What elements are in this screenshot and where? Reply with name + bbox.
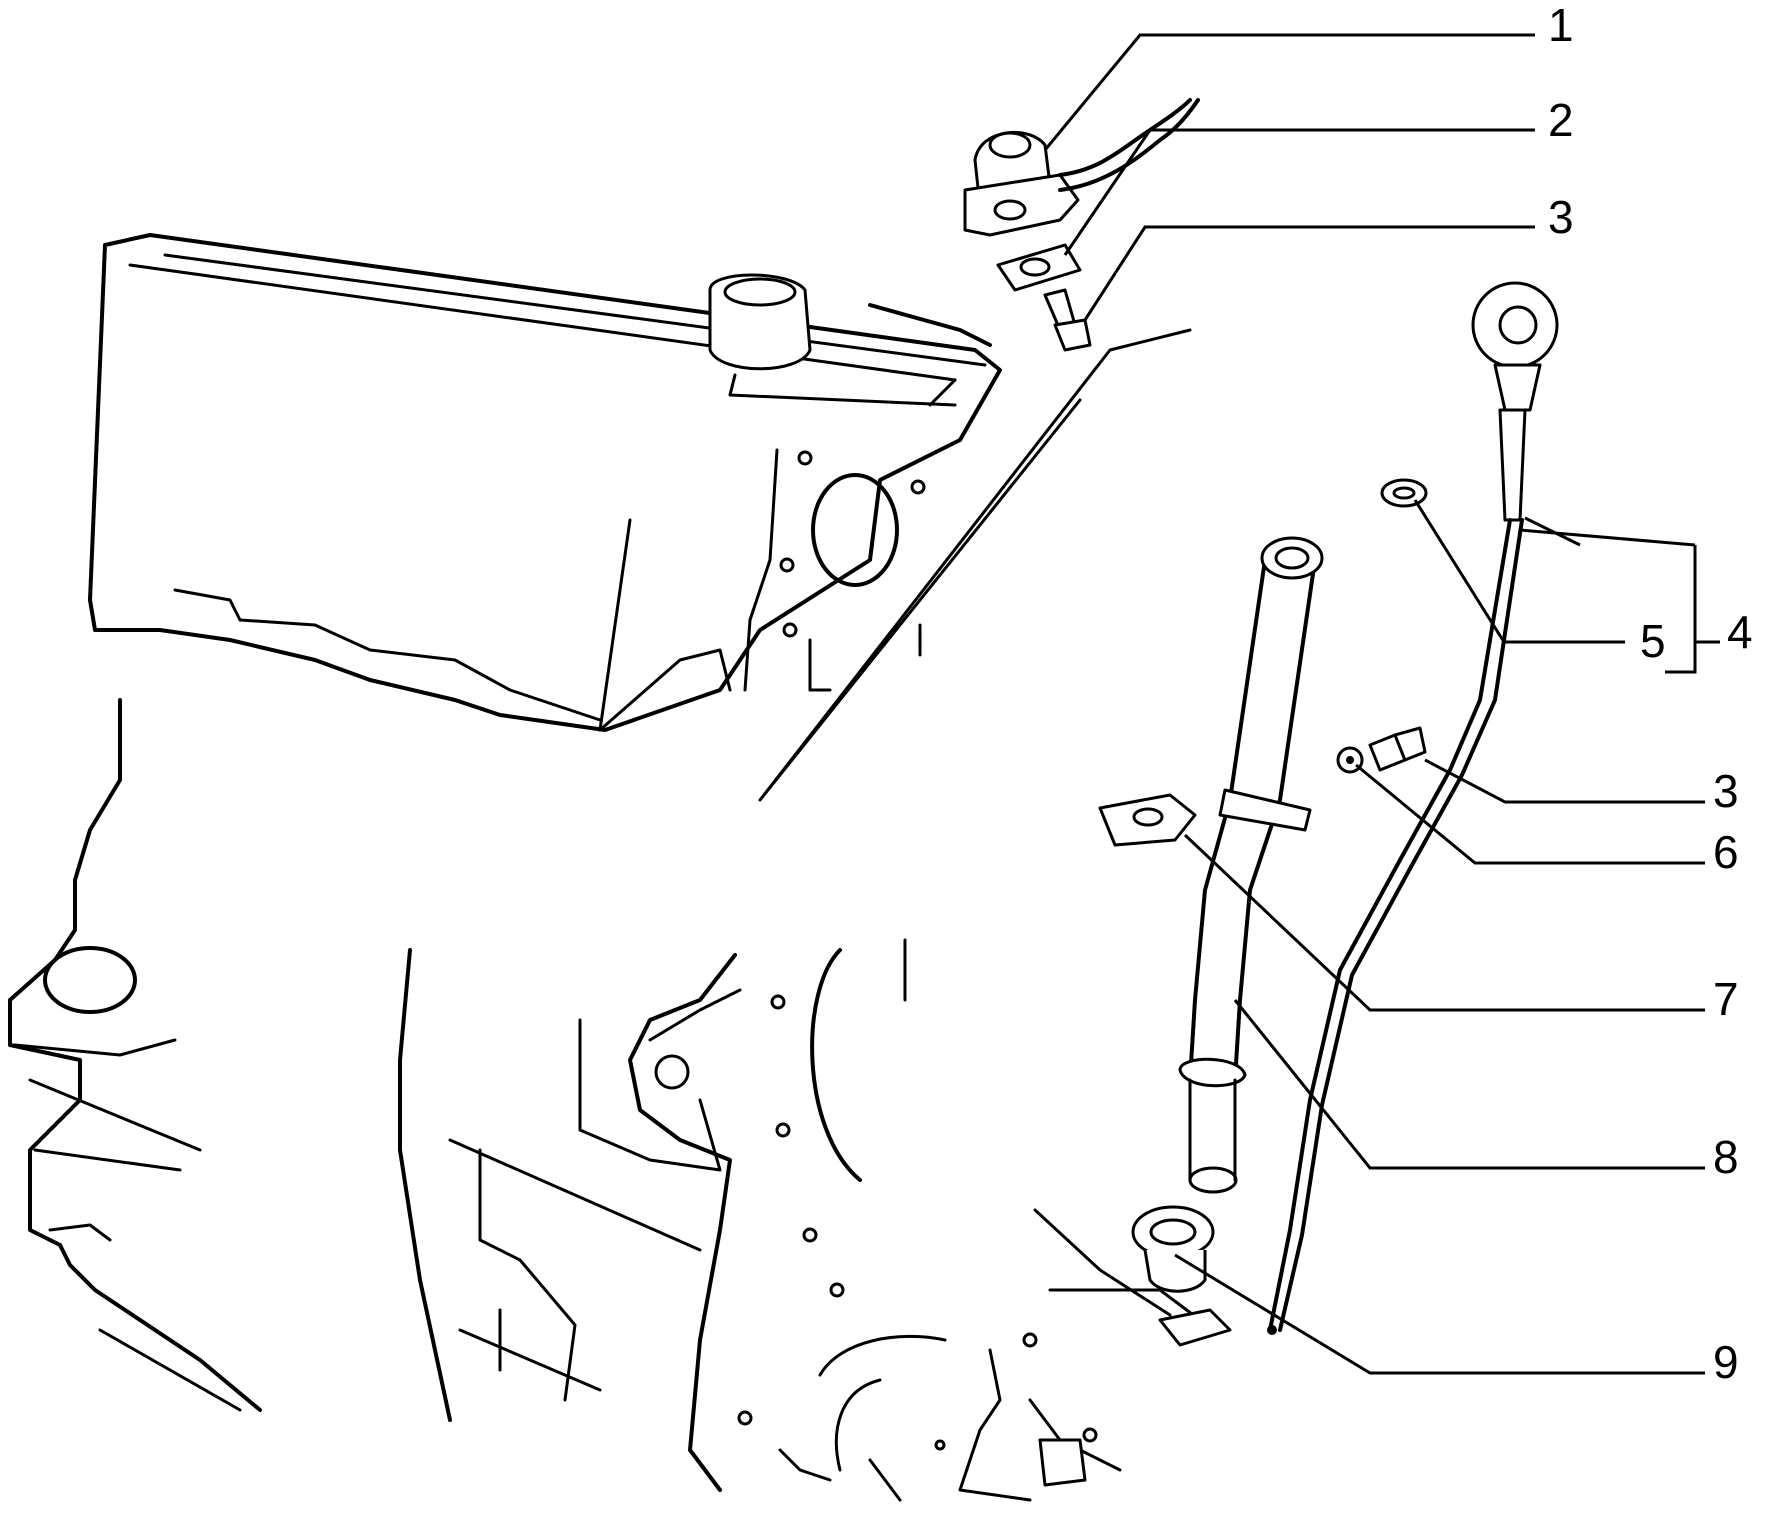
callout-5: 5 [1640,615,1666,667]
o-ring-part [1380,478,1428,508]
callout-8: 8 [1713,1131,1739,1183]
engine-block [8,233,1232,1502]
callout-leaders [1043,33,1720,1375]
sensor-part [963,98,1200,237]
bolt-lower-part [1368,726,1427,772]
bolt-upper-part [1043,288,1092,352]
callout-7: 7 [1713,973,1739,1025]
grommet-part [1131,1205,1215,1293]
callout-6: 6 [1713,826,1739,878]
callout-9: 9 [1713,1336,1739,1388]
callout-2: 2 [1548,94,1574,146]
sensor-position-leader [758,328,1192,802]
dipstick-part [1267,281,1559,1335]
guide-tube-part [1178,536,1324,1194]
callout-3-lower: 3 [1713,765,1739,817]
bracket-plate-part [996,243,1082,292]
callout-4: 4 [1727,606,1753,658]
washer-part [1336,746,1364,774]
callout-3-upper: 3 [1548,191,1574,243]
bracket-part [1098,793,1197,847]
callout-1: 1 [1548,0,1574,51]
